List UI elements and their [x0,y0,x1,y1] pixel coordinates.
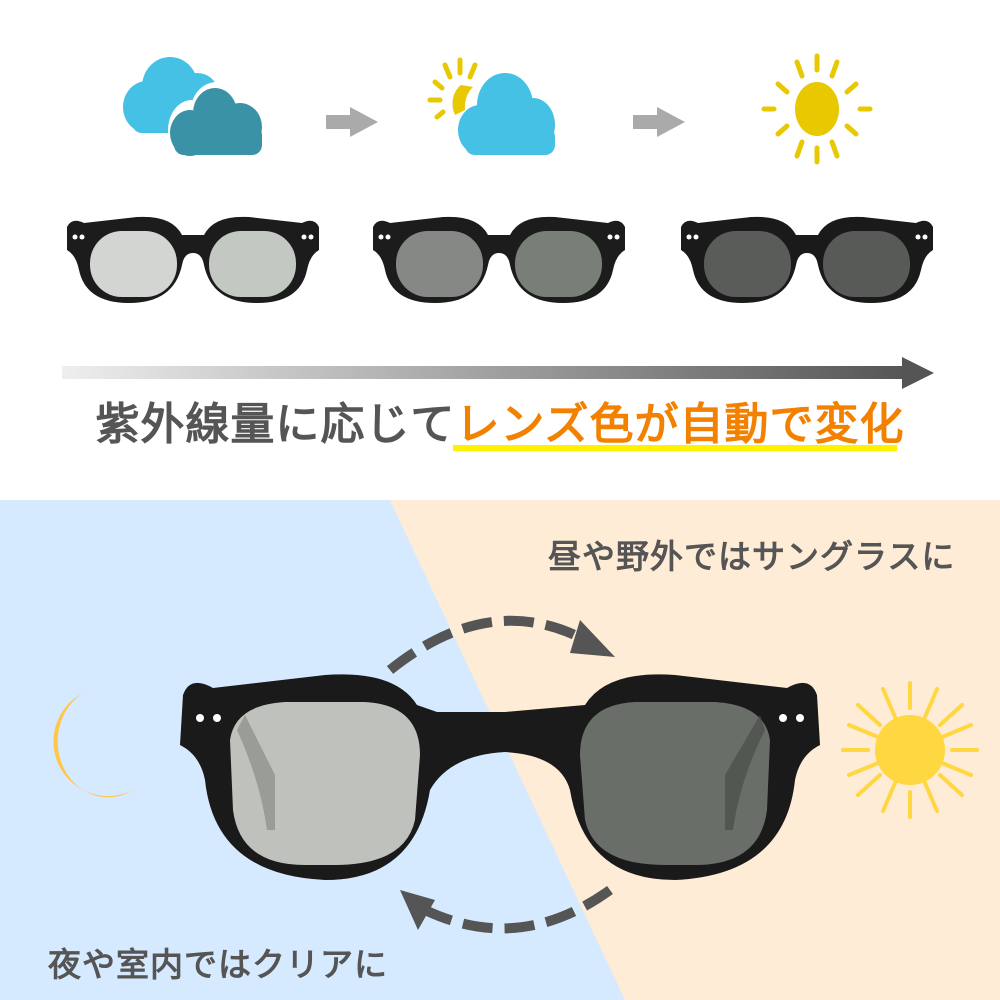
curved-arrow-to-day [386,615,615,674]
gradient-progress-arrow [62,357,934,389]
glasses-clear [67,216,319,303]
moon-icon [53,693,133,798]
sun-icon [841,681,979,819]
glasses-medium-tint [373,216,625,303]
large-glasses [180,674,820,880]
day-caption: 昼や野外ではサングラスに [548,537,956,576]
heading-part1: 紫外線量に応じて [95,399,456,450]
arrow-right-icon [326,107,378,137]
bottom-section: 昼や野外ではサングラスに 夜や室内ではクリアに [0,500,1000,1000]
cloudy-icon [123,57,262,160]
highlight-underline [453,445,897,451]
glasses-dark-tint [681,216,933,303]
curved-arrow-to-night [400,885,613,934]
arrow-right-icon [633,107,685,137]
night-caption: 夜や室内ではクリアに [48,945,388,984]
heading-part2-highlight: レンズ色が自動で変化 [455,399,905,450]
heading: 紫外線量に応じてレンズ色が自動で変化 [0,388,1000,452]
partly-sunny-icon [427,57,555,155]
sunny-icon [761,53,873,165]
top-section: 紫外線量に応じてレンズ色が自動で変化 [0,53,1000,452]
